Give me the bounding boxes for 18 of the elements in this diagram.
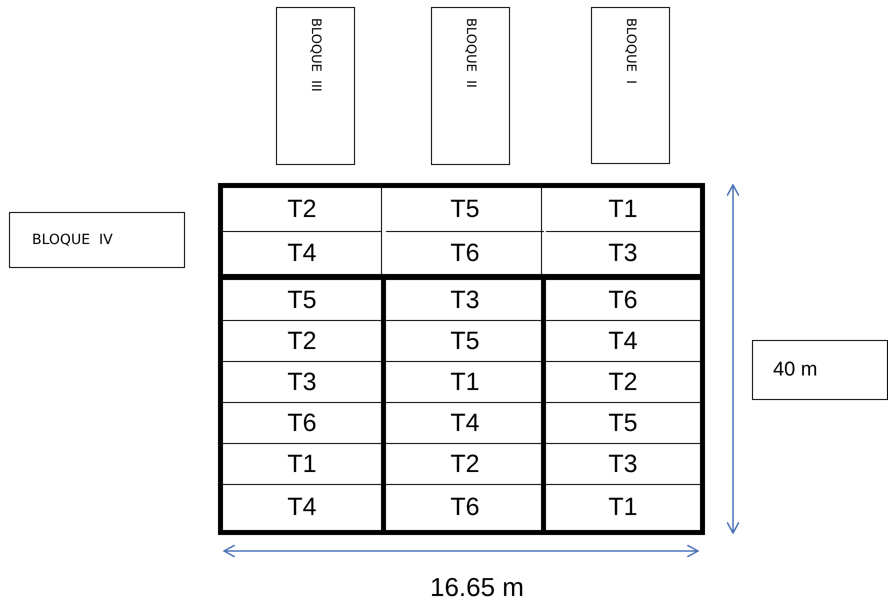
table-cell-text: T3 [607, 238, 639, 268]
table-cell-text: T6 [449, 238, 481, 268]
block-label: BLOQUE III [308, 18, 323, 92]
block-label: BLOQUE II [463, 18, 478, 88]
dimension-box [752, 340, 888, 400]
table-cell-text: T6 [449, 492, 481, 523]
table-cell-text: T4 [286, 492, 318, 523]
block-label-box [9, 212, 185, 268]
block-label: 40 m [773, 358, 818, 382]
block-label: BLOQUE IV [32, 232, 113, 248]
block-label-box [591, 7, 670, 164]
block-label: BLOQUE I [623, 18, 638, 84]
block-label-box [431, 7, 510, 165]
block-label-box [276, 7, 355, 165]
table-cell: T1 [546, 188, 700, 232]
dimension-label: 16.65 m [430, 572, 524, 603]
table-cell-text: T4 [286, 238, 318, 268]
table-cell-text: T1 [607, 492, 639, 523]
